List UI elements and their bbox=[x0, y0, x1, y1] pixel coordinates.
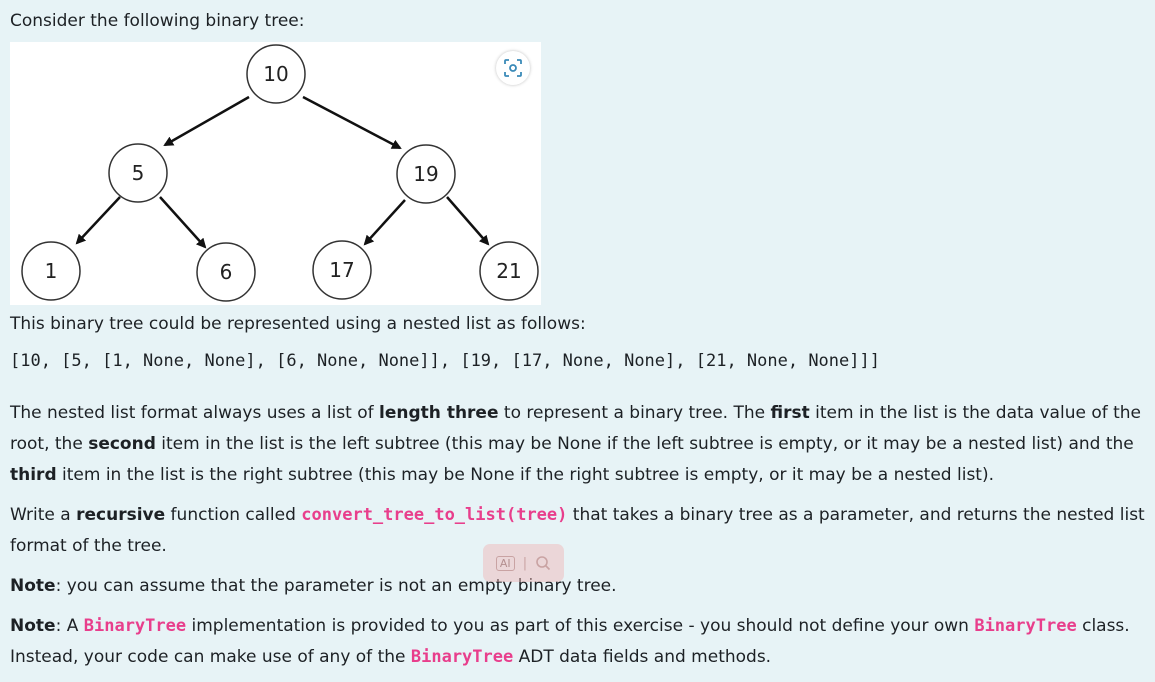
paragraph-task: Write a recursive function called conver… bbox=[10, 505, 1145, 556]
svg-text:6: 6 bbox=[220, 260, 233, 284]
edge-19-17 bbox=[363, 199, 406, 246]
tree-node: 1 bbox=[21, 241, 81, 301]
note-empty-tree: Note: you can assume that the parameter … bbox=[10, 576, 617, 596]
binarytree-code: BinaryTree bbox=[974, 616, 1077, 636]
binarytree-code: BinaryTree bbox=[410, 647, 514, 667]
tree-node: 17 bbox=[312, 240, 372, 300]
svg-text:21: 21 bbox=[496, 259, 521, 283]
svg-text:1: 1 bbox=[45, 259, 58, 283]
tree-node: 5 bbox=[108, 143, 168, 203]
edge-5-1 bbox=[75, 196, 121, 245]
ai-search-overlay[interactable]: AI | bbox=[483, 544, 564, 582]
svg-text:5: 5 bbox=[132, 161, 145, 185]
edge-5-6 bbox=[159, 196, 207, 249]
nested-list-code: [10, [5, [1, None, None], [6, None, None… bbox=[10, 351, 880, 371]
tree-node: 19 bbox=[396, 144, 456, 204]
tree-node: 21 bbox=[479, 241, 539, 301]
scan-icon bbox=[504, 59, 522, 77]
edge-19-21 bbox=[446, 196, 490, 246]
image-scan-button[interactable] bbox=[496, 51, 530, 85]
binary-tree-svg: 10 5 19 1 6 17 21 bbox=[21, 44, 539, 302]
svg-text:17: 17 bbox=[329, 258, 354, 282]
binarytree-code: BinaryTree bbox=[83, 616, 187, 636]
body-text: This binary tree could be represented us… bbox=[10, 309, 1155, 673]
binary-tree-figure: 10 5 19 1 6 17 21 bbox=[10, 42, 541, 305]
search-icon[interactable] bbox=[535, 555, 551, 571]
edge-10-19 bbox=[302, 95, 402, 150]
svg-text:10: 10 bbox=[263, 62, 288, 86]
paragraph-list-format: The nested list format always uses a lis… bbox=[10, 403, 1142, 485]
edge-10-5 bbox=[163, 95, 250, 147]
note-binarytree-class: Note: A BinaryTree implementation is pro… bbox=[10, 616, 1130, 667]
function-signature: convert_tree_to_list(tree) bbox=[301, 505, 568, 525]
represented-text: This binary tree could be represented us… bbox=[10, 314, 586, 334]
intro-text: Consider the following binary tree: bbox=[10, 11, 305, 31]
tree-node: 10 bbox=[246, 44, 306, 104]
ai-icon[interactable]: AI bbox=[495, 555, 515, 571]
content: Consider the following binary tree: bbox=[10, 6, 1155, 36]
svg-text:19: 19 bbox=[413, 162, 438, 186]
tree-node: 6 bbox=[196, 242, 256, 302]
